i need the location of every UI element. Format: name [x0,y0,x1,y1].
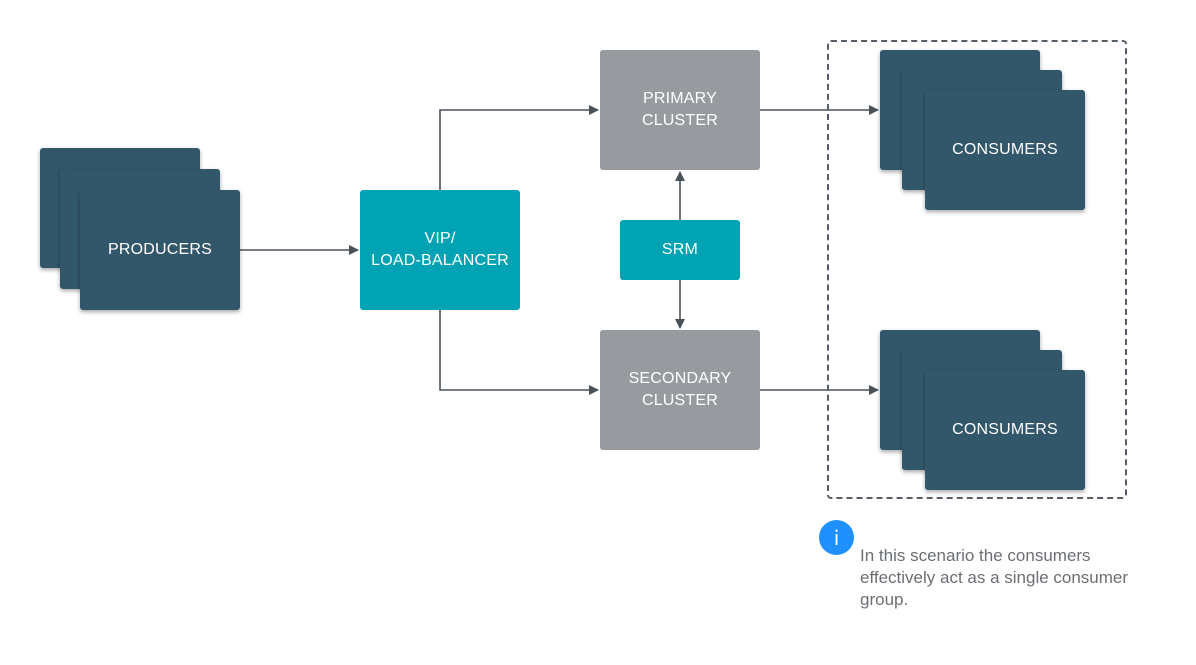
consumers-bottom-box: CONSUMERS [925,370,1085,490]
vip-label: VIP/ LOAD-BALANCER [371,230,509,269]
info-note-text: In this scenario the consumers effective… [860,546,1129,609]
arrow-vip-to-primary [439,105,599,190]
primary-cluster-box: PRIMARY CLUSTER [600,50,760,170]
info-icon: i [819,520,854,555]
secondary-cluster-label: SECONDARY CLUSTER [628,370,732,409]
producers-box: PRODUCERS [80,190,240,310]
arrow-vip-to-secondary [439,310,599,395]
consumer-group-boundary [827,40,1127,499]
consumers-bottom-label: CONSUMERS [952,421,1058,438]
primary-cluster-label: PRIMARY CLUSTER [641,90,719,129]
vip-load-balancer-box: VIP/ LOAD-BALANCER [360,190,520,310]
consumers-top-label: CONSUMERS [952,141,1058,158]
secondary-cluster-box: SECONDARY CLUSTER [600,330,760,450]
consumers-top-box: CONSUMERS [925,90,1085,210]
srm-box: SRM [620,220,740,280]
producers-label: PRODUCERS [107,241,213,258]
srm-label: SRM [661,241,699,258]
